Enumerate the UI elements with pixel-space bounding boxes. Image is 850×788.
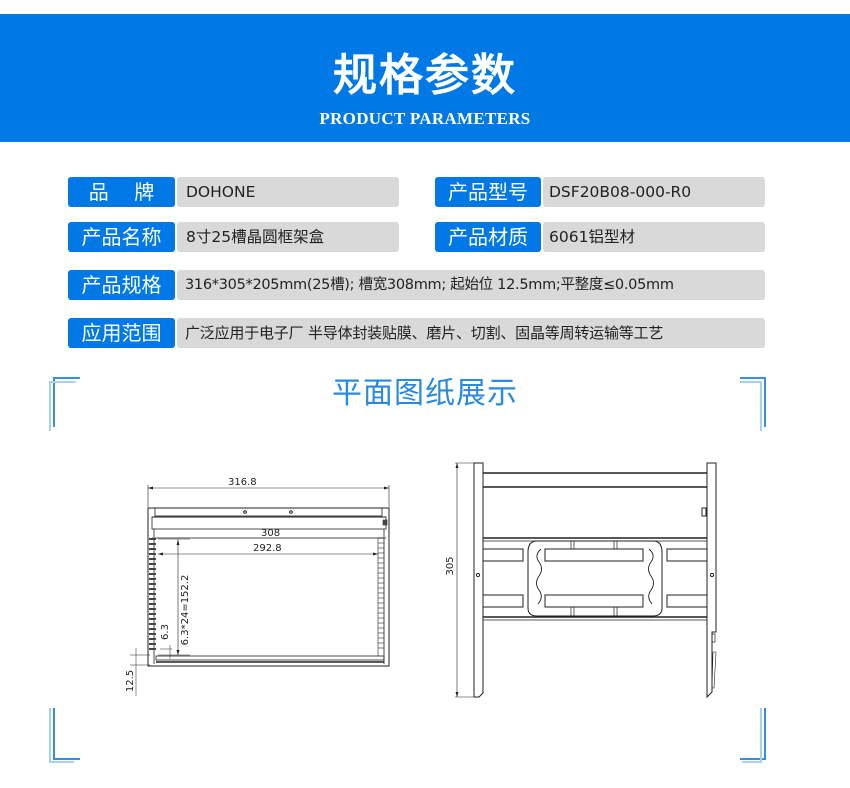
spec-row-name: 产品名称 8寸25槽晶圆框架盒 (68, 222, 399, 252)
slot-comb-right (377, 519, 388, 657)
corner-bracket-bottom-right (740, 708, 770, 763)
spec-value-brand: DOHONE (177, 177, 399, 207)
spec-row-model: 产品型号 DSF20B08-000-R0 (435, 177, 765, 207)
page-subtitle: PRODUCT PARAMETERS (319, 109, 531, 128)
spec-value-application: 广泛应用于电子厂 半导体封装贴膜、磨片、切割、固晶等周转运输等工艺 (177, 318, 765, 348)
corner-bracket-bottom-left (48, 708, 80, 763)
spec-label-specification: 产品规格 (68, 270, 175, 300)
corner-bracket-top-right (740, 376, 770, 431)
dim-inner-width: 292.8 (253, 543, 282, 554)
spec-label-material: 产品材质 (435, 222, 541, 252)
dim-pitch: 6.3 (160, 624, 171, 640)
spec-row-application: 应用范围 广泛应用于电子厂 半导体封装贴膜、磨片、切割、固晶等周转运输等工艺 (68, 318, 765, 348)
spec-value-name: 8寸25槽晶圆框架盒 (177, 222, 399, 252)
dim-slot-width: 308 (261, 528, 280, 539)
dim-overall-width: 316.8 (228, 477, 257, 488)
dim-pitch-total: 6.3*24=152.2 (180, 575, 191, 646)
dim-start-offset: 12.5 (125, 670, 136, 692)
spec-label-brand: 品 牌 (68, 177, 175, 207)
spec-row-brand: 品 牌 DOHONE (68, 177, 399, 207)
spec-label-name: 产品名称 (68, 222, 175, 252)
slot-comb-left (149, 538, 156, 650)
dim-depth: 305 (445, 556, 456, 575)
spec-value-specification: 316*305*205mm(25槽); 槽宽308mm; 起始位 12.5mm;… (177, 270, 765, 300)
spec-label-model: 产品型号 (435, 177, 541, 207)
spec-label-application: 应用范围 (68, 318, 175, 348)
spec-row-specification: 产品规格 316*305*205mm(25槽); 槽宽308mm; 起始位 12… (68, 270, 765, 300)
spec-value-material: 6061铝型材 (543, 222, 765, 252)
header-banner: 规格参数 PRODUCT PARAMETERS (0, 14, 850, 142)
spec-value-model: DSF20B08-000-R0 (543, 177, 765, 207)
spec-row-material: 产品材质 6061铝型材 (435, 222, 765, 252)
corner-bracket-top-left (48, 376, 80, 431)
drawing-section-title: 平面图纸展示 (332, 376, 518, 411)
page-title: 规格参数 (333, 50, 517, 101)
